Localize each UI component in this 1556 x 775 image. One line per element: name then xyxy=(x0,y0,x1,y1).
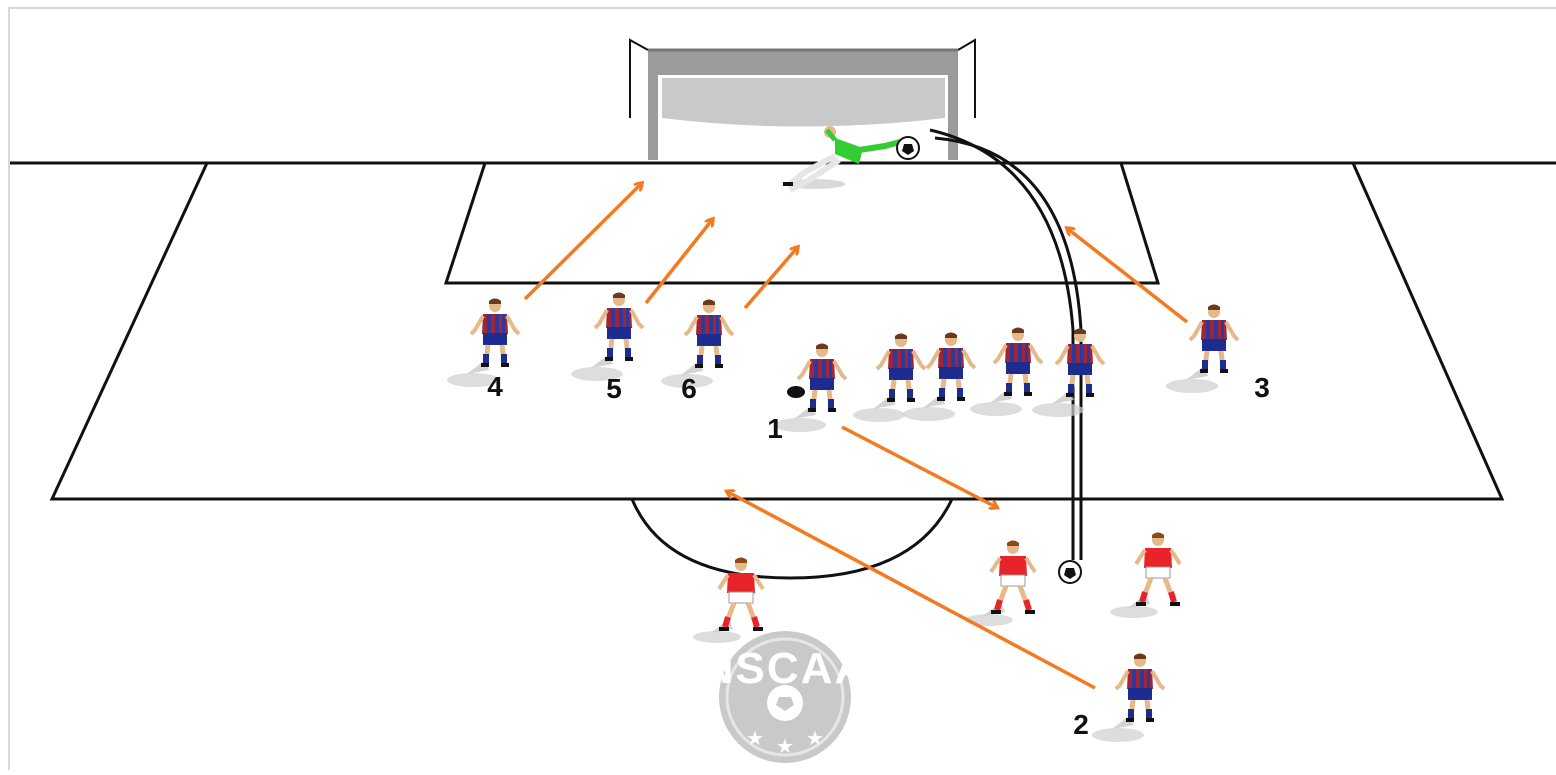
run-arrow-5 xyxy=(644,220,712,305)
player-number-1: 1 xyxy=(767,413,783,444)
attacker-6 xyxy=(661,300,733,389)
movement-arrows xyxy=(523,184,1189,690)
player-number-3: 3 xyxy=(1254,372,1270,403)
run-arrow-2 xyxy=(728,492,1096,690)
wall-player xyxy=(970,328,1042,417)
run-arrow-6 xyxy=(743,248,797,310)
player-numbers: 1 2 3 4 5 6 xyxy=(487,371,1270,740)
player-number-5: 5 xyxy=(606,373,622,404)
svg-text:★: ★ xyxy=(776,736,794,758)
attacker-4 xyxy=(447,299,519,388)
svg-text:★: ★ xyxy=(746,728,764,750)
pitch-lines xyxy=(8,161,1556,580)
logo-text: NSCAA xyxy=(702,644,868,693)
attacker-2 xyxy=(1092,654,1164,743)
attacker-3 xyxy=(1166,305,1238,394)
goal xyxy=(629,38,976,160)
defender xyxy=(693,558,763,644)
player-number-4: 4 xyxy=(487,371,503,402)
penalty-arc xyxy=(630,498,954,580)
wall-player xyxy=(1032,329,1104,418)
svg-text:★: ★ xyxy=(806,728,824,750)
attacker-1 xyxy=(774,344,846,433)
goalkeeper xyxy=(783,126,901,193)
attacker-5 xyxy=(571,293,643,382)
ball-at-feet xyxy=(787,386,805,398)
defender xyxy=(965,541,1035,627)
goal-area xyxy=(443,162,1161,285)
run-arrow-1 xyxy=(841,425,996,507)
nscaa-logo: NSCAA ★ ★ ★ xyxy=(702,631,868,763)
player-number-6: 6 xyxy=(681,373,697,404)
ball-at-goal xyxy=(896,136,920,160)
ball-free-kick xyxy=(1058,560,1082,584)
player-number-2: 2 xyxy=(1073,709,1089,740)
shot-trajectory xyxy=(929,128,1083,560)
penalty-area xyxy=(49,162,1505,501)
defender xyxy=(1110,533,1180,619)
wall-player xyxy=(903,333,975,422)
run-arrow-3 xyxy=(1068,229,1189,324)
run-arrow-4 xyxy=(523,184,641,301)
